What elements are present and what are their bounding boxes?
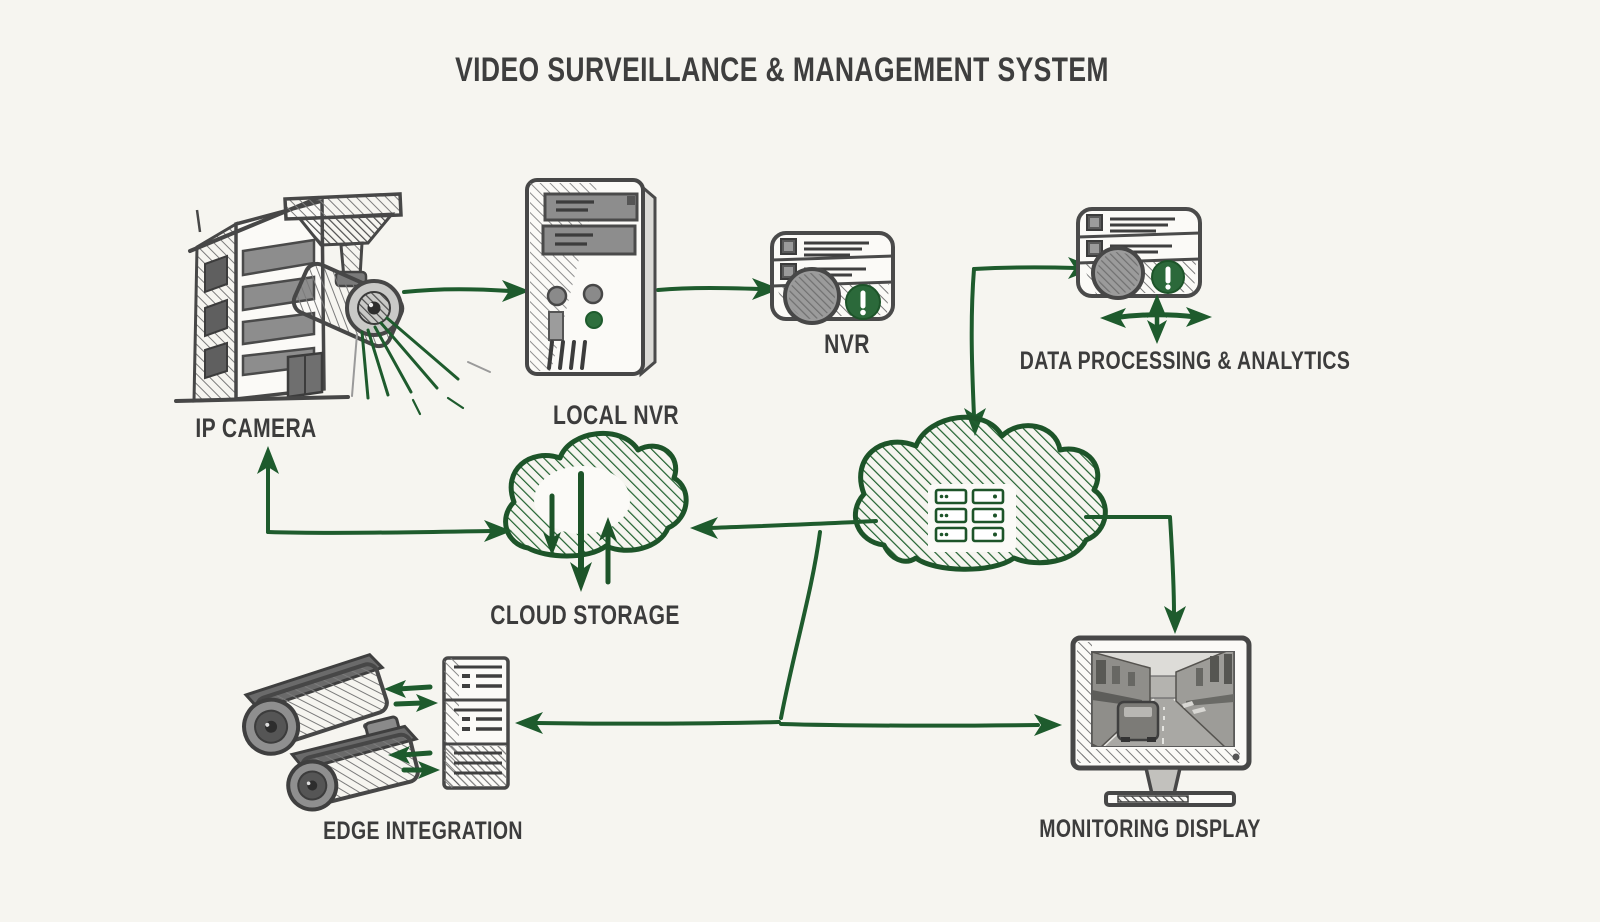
label-cloud-storage: CLOUD STORAGE	[463, 602, 706, 629]
page-title-text: VIDEO SURVEILLANCE & MANAGEMENT SYSTEM	[455, 51, 1109, 89]
cloud-transfer-icon	[503, 430, 689, 592]
label-data-processing-text: DATA PROCESSING & ANALYTICS	[1019, 347, 1351, 375]
label-cloud-storage-text: CLOUD STORAGE	[490, 600, 680, 630]
server-dataflow-icon	[1076, 207, 1202, 300]
street-monitor-icon	[1070, 635, 1252, 807]
edge-server-icon	[442, 656, 510, 790]
edge-bidirectional-arrows-icon	[384, 680, 440, 779]
cloud-servers-icon	[852, 414, 1108, 572]
label-data-processing: DATA PROCESSING & ANALYTICS	[973, 349, 1397, 374]
cameras-rack-icon	[242, 653, 420, 812]
server-alert-icon	[770, 231, 895, 325]
arrow-camera-to-localnvr	[402, 280, 530, 302]
label-monitoring-display-text: MONITORING DISPLAY	[1039, 815, 1261, 843]
label-local-nvr: LOCAL NVR	[535, 402, 697, 429]
label-edge-integration-text: EDGE INTEGRATION	[323, 817, 523, 845]
connector-cloud-to-cloudstorage	[690, 517, 878, 539]
label-local-nvr-text: LOCAL NVR	[553, 400, 679, 430]
page-title: VIDEO SURVEILLANCE & MANAGEMENT SYSTEM	[363, 53, 1201, 87]
connector-cloudstorage-ipcamera	[257, 446, 512, 542]
tower-computer-icon	[525, 178, 657, 378]
data-flow-cross-arrows-icon	[1100, 294, 1212, 344]
label-monitoring-display: MONITORING DISPLAY	[1008, 817, 1292, 842]
camera-signal-rays-icon	[351, 316, 491, 416]
connector-bottom-distribution	[515, 530, 1062, 736]
label-ip-camera-text: IP CAMERA	[195, 413, 317, 443]
arrow-localnvr-to-nvr	[656, 278, 780, 300]
label-ip-camera: IP CAMERA	[178, 415, 334, 442]
label-edge-integration: EDGE INTEGRATION	[295, 819, 551, 844]
connector-cloud-to-monitor	[1084, 515, 1186, 634]
label-nvr-text: NVR	[824, 329, 870, 359]
building-icon	[174, 196, 350, 403]
label-nvr: NVR	[818, 331, 877, 358]
